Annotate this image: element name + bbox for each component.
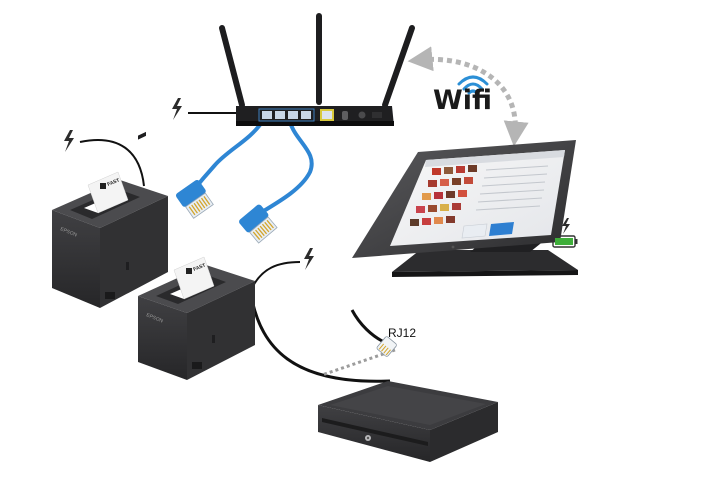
receipt-printer-left: FAST EPSON xyxy=(52,131,168,308)
printer-left-side xyxy=(100,196,168,308)
router-power-port xyxy=(342,111,348,120)
printer-right-side xyxy=(187,281,255,380)
tablet-stand-base xyxy=(392,250,578,272)
cable-rj45-right-wire xyxy=(260,121,314,214)
router xyxy=(219,13,415,126)
receipt-printer-right: FAST EPSON xyxy=(138,256,255,380)
lightning-bolt-icon xyxy=(304,248,314,270)
cable-rj45-right xyxy=(239,204,278,244)
lightning-bolt-icon xyxy=(172,98,182,120)
tablet-product-grid xyxy=(410,165,477,226)
printer-drawer-cable xyxy=(250,299,391,383)
router-power-button xyxy=(358,111,366,119)
svg-text:FAST: FAST xyxy=(193,263,207,273)
printer-right-power-cable xyxy=(251,261,301,289)
cash-drawer-side xyxy=(430,402,498,462)
cable-rj45-left xyxy=(175,179,214,219)
router-lan-ports xyxy=(258,108,315,122)
printer-left-button xyxy=(138,131,146,140)
printer-right-front xyxy=(138,296,187,380)
printer-left-receipt-logo: FAST xyxy=(100,178,121,189)
lightning-bolt-icon xyxy=(64,130,74,152)
wifi-link-arrow xyxy=(407,46,529,147)
tablet-screen-button xyxy=(489,222,514,236)
tablet-screen-button xyxy=(461,223,488,239)
lightning-bolt-icon xyxy=(562,218,570,234)
printer-left-power-cable xyxy=(79,138,145,187)
printer-right-button xyxy=(212,335,215,343)
battery-charging-icon xyxy=(552,235,578,248)
router-antenna-left xyxy=(219,25,245,108)
printer-left-front xyxy=(52,210,100,308)
wifi-label: Wifi xyxy=(433,85,492,116)
printer-right-receipt-logo: FAST xyxy=(186,263,207,274)
svg-text:FAST: FAST xyxy=(107,178,121,188)
printer-left-button xyxy=(126,262,129,270)
tablet-order-list xyxy=(475,165,549,211)
rj12-connector xyxy=(376,336,397,357)
rj12-cable-wire xyxy=(350,309,385,344)
wifi-signal-icon xyxy=(457,75,489,95)
cable-rj45-left-wire xyxy=(190,120,264,194)
router-antenna-right xyxy=(382,25,415,108)
tablet-pos-stand xyxy=(352,140,578,277)
cash-drawer xyxy=(318,381,498,462)
rj12-label: RJ12 xyxy=(388,326,416,340)
